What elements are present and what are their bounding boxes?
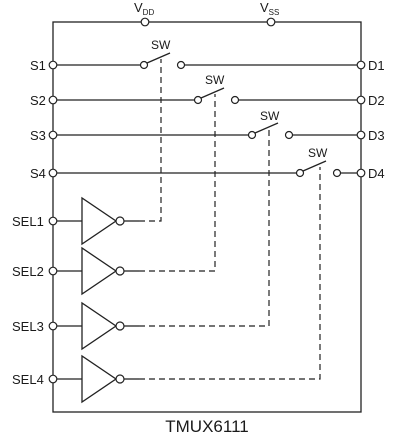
- buffer-triangle: [81, 301, 118, 351]
- drain-pin-node: [356, 60, 366, 70]
- switch-contact-right: [230, 95, 240, 105]
- select-4: SEL4: [12, 167, 321, 404]
- switch-blade: [146, 52, 171, 64]
- source-pin-label: S1: [30, 58, 46, 73]
- buffer-triangle: [81, 196, 118, 246]
- source-pin-node: [48, 168, 58, 178]
- drain-pin-node: [356, 130, 366, 140]
- source-pin-label: S4: [30, 166, 46, 181]
- channel-4: S4 D4 SW: [30, 146, 385, 181]
- buffer-output-bubble: [115, 374, 125, 384]
- drain-pin-label: D1: [368, 58, 385, 73]
- switch-contact-left: [193, 95, 203, 105]
- switch-label: SW: [151, 38, 171, 52]
- buffer-triangle: [81, 246, 118, 296]
- switch-label: SW: [205, 73, 225, 87]
- drain-pin-label: D4: [368, 166, 385, 181]
- channel-2: S2 D2 SW: [30, 73, 385, 108]
- select-3: SEL3: [12, 129, 270, 351]
- select-pin-node: [48, 321, 58, 331]
- switch-label: SW: [308, 146, 328, 160]
- control-dashed-line: [139, 167, 321, 380]
- drain-pin-node: [356, 95, 366, 105]
- vdd-pin: VDD: [134, 0, 154, 27]
- channel-3: S3 D3 SW: [30, 109, 385, 143]
- channel-1: S1 D1 SW: [30, 38, 385, 73]
- select-pin-label: SEL1: [12, 214, 44, 229]
- buffer-output-bubble: [115, 321, 125, 331]
- svg-text:VSS: VSS: [260, 0, 279, 17]
- chip-name: TMUX6111: [165, 417, 248, 436]
- source-pin-label: S3: [30, 128, 46, 143]
- select-pin-label: SEL3: [12, 319, 44, 334]
- drain-pin-label: D2: [368, 93, 385, 108]
- select-pin-node: [48, 216, 58, 226]
- vss-label: V: [260, 0, 269, 15]
- switch-blade: [254, 122, 279, 134]
- select-1: SEL1: [12, 59, 162, 246]
- vss-node: [266, 17, 276, 27]
- switch-contact-right: [332, 168, 342, 178]
- source-pin-node: [48, 95, 58, 105]
- vdd-label: V: [134, 0, 143, 15]
- buffer-triangle: [81, 354, 118, 404]
- switch-contact-left: [247, 130, 257, 140]
- buffer-output-bubble: [115, 266, 125, 276]
- switch-contact-left: [139, 60, 149, 70]
- control-dashed-line: [139, 94, 216, 272]
- select-pin-node: [48, 374, 58, 384]
- source-pin-node: [48, 60, 58, 70]
- select-2: SEL2: [12, 94, 216, 296]
- drain-pin-label: D3: [368, 128, 385, 143]
- source-pin-label: S2: [30, 93, 46, 108]
- control-dashed-line: [139, 129, 270, 327]
- switch-contact-right: [284, 130, 294, 140]
- switch-blade: [200, 87, 225, 99]
- drain-pin-node: [356, 168, 366, 178]
- vdd-subscript: DD: [143, 8, 155, 17]
- switch-contact-left: [295, 168, 305, 178]
- buffer-output-bubble: [115, 216, 125, 226]
- vss-subscript: SS: [269, 8, 280, 17]
- switch-blade: [302, 160, 327, 172]
- vdd-node: [140, 17, 150, 27]
- select-pin-label: SEL4: [12, 372, 44, 387]
- select-pin-label: SEL2: [12, 264, 44, 279]
- switch-contact-right: [176, 60, 186, 70]
- vss-pin: VSS: [260, 0, 279, 27]
- select-pin-node: [48, 266, 58, 276]
- switch-label: SW: [260, 109, 280, 123]
- svg-text:VDD: VDD: [134, 0, 154, 17]
- source-pin-node: [48, 130, 58, 140]
- control-dashed-line: [139, 59, 162, 222]
